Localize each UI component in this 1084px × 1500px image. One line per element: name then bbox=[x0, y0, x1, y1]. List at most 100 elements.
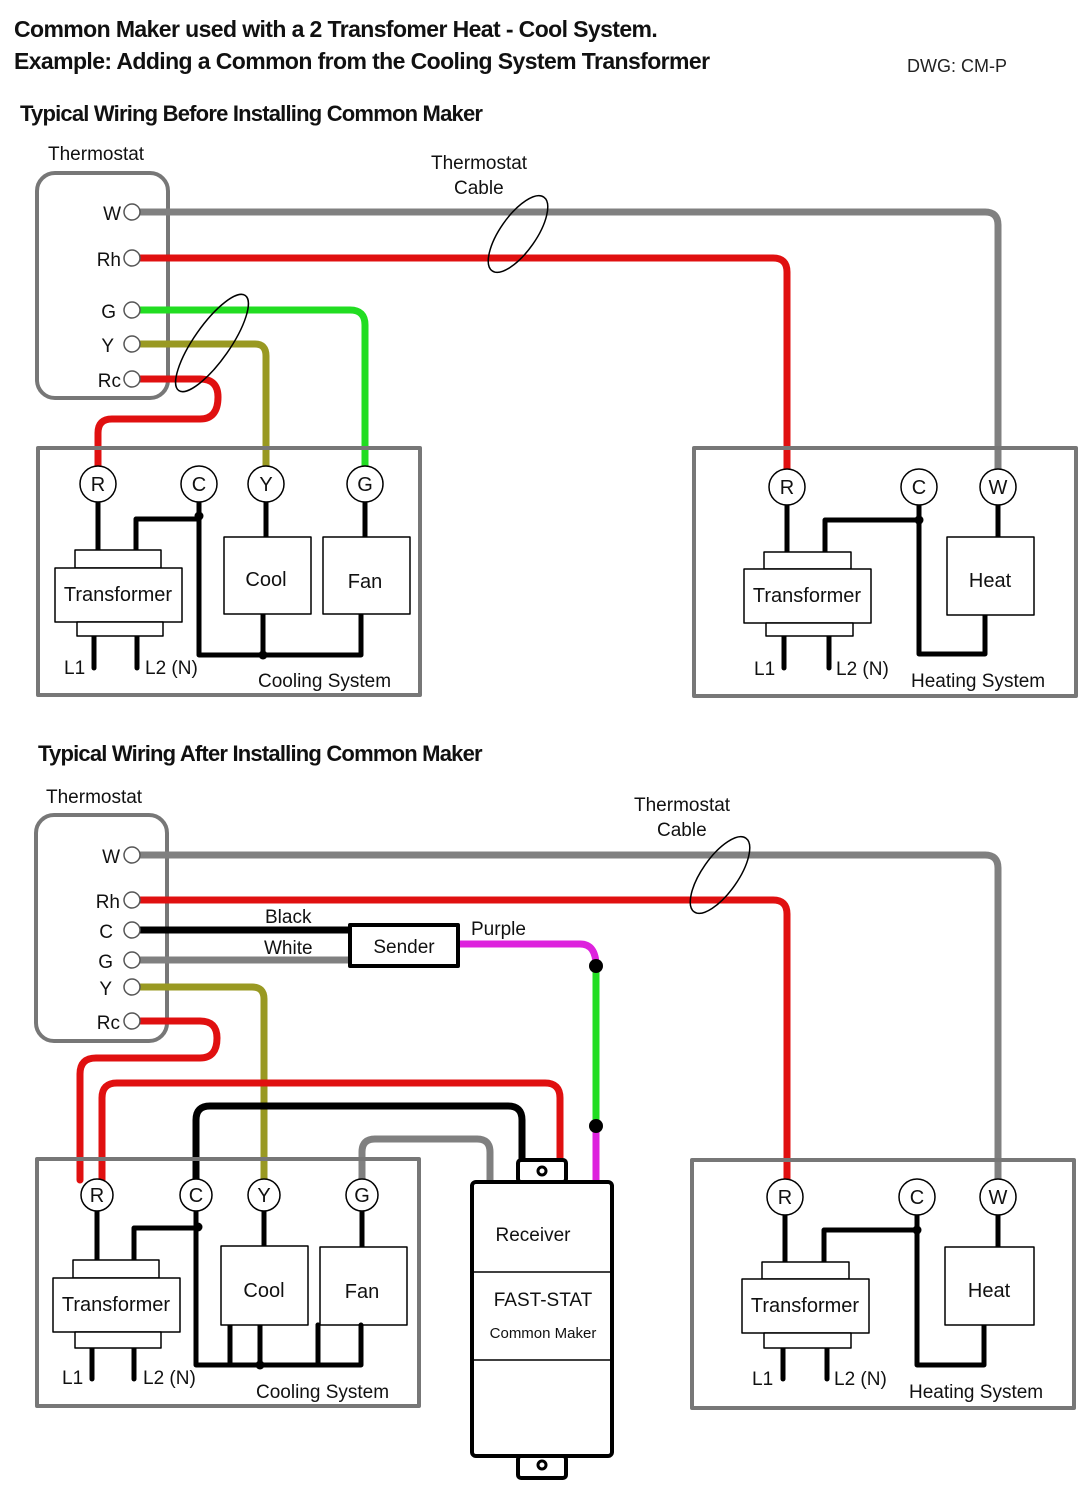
before-heating-label: Heating System bbox=[911, 671, 1045, 692]
before-cool-terminal-y: Y bbox=[259, 474, 272, 496]
after-g-to-receiver-wire bbox=[358, 1135, 494, 1186]
before-heat-terminal-c: C bbox=[912, 477, 926, 499]
before-cool-transformer: Transformer bbox=[64, 584, 173, 606]
after-cool-unit: Cool bbox=[243, 1280, 284, 1302]
receiver-label: Receiver bbox=[496, 1225, 572, 1246]
after-cool-l1: L1 bbox=[62, 1368, 83, 1389]
sender-label: Sender bbox=[373, 937, 435, 958]
before-cool-terminal-c: C bbox=[192, 474, 206, 496]
before-terminal-rh bbox=[123, 249, 141, 267]
after-r-to-receiver-wire bbox=[98, 1079, 564, 1186]
white-wire-label: White bbox=[264, 938, 313, 959]
after-terminal-y bbox=[123, 978, 141, 996]
after-thermostat-cable-loop bbox=[689, 835, 751, 915]
before-thermostat-cable-loop bbox=[487, 194, 549, 274]
before-heating-system: R C W Transformer Heat L1 L2 (N) Heating… bbox=[692, 446, 1078, 698]
after-heading: Typical Wiring After Installing Common M… bbox=[38, 741, 483, 766]
before-y-wire bbox=[134, 340, 270, 479]
before-cooling-box bbox=[36, 446, 422, 697]
before-cool-unit: Cool bbox=[245, 569, 286, 591]
receiver-brand: FAST-STAT bbox=[494, 1290, 593, 1311]
after-cool-transformer: Transformer bbox=[62, 1294, 171, 1316]
after-rc-wire bbox=[76, 1017, 221, 1184]
after-terminal-rc bbox=[123, 1012, 141, 1030]
before-cable-label-1: Thermostat bbox=[431, 153, 528, 174]
before-cool-l1: L1 bbox=[64, 658, 85, 679]
after-terminal-c bbox=[123, 921, 141, 939]
after-cooling-box bbox=[35, 1157, 421, 1408]
after-heat-terminal-w: W bbox=[989, 1187, 1008, 1209]
title-line-1: Common Maker used with a 2 Transfomer He… bbox=[14, 16, 658, 42]
after-purple-wire bbox=[456, 940, 600, 970]
after-heat-l1: L1 bbox=[752, 1369, 773, 1390]
before-fan-unit: Fan bbox=[348, 571, 382, 593]
after-label-c: C bbox=[99, 922, 113, 943]
before-heat-l2: L2 (N) bbox=[836, 659, 889, 680]
before-terminal-rc bbox=[123, 370, 141, 388]
after-cooling-system: R C Y G Transformer Cool Fan L1 L2 (N) C… bbox=[35, 1157, 421, 1408]
before-cool-terminal-r: R bbox=[91, 474, 105, 496]
before-terminal-w bbox=[123, 203, 141, 221]
after-w-wire bbox=[134, 851, 1002, 1187]
after-label-rc: Rc bbox=[97, 1013, 120, 1034]
after-c-to-receiver-wire bbox=[192, 1102, 526, 1184]
before-heat-unit: Heat bbox=[969, 570, 1012, 592]
after-cooling-label: Cooling System bbox=[256, 1382, 389, 1403]
before-label-g: G bbox=[101, 302, 116, 323]
before-w-wire bbox=[134, 208, 1002, 479]
drawing-id: DWG: CM-P bbox=[907, 56, 1007, 76]
purple-wire-label: Purple bbox=[471, 919, 526, 940]
before-heating-box bbox=[692, 446, 1078, 698]
sender-box bbox=[348, 923, 460, 968]
after-diagram: Thermostat W Rh C G Y bbox=[34, 787, 1076, 1480]
after-cool-terminal-y: Y bbox=[257, 1185, 270, 1207]
receiver-product: Common Maker bbox=[490, 1325, 597, 1342]
after-heating-system: R C W Transformer Heat L1 L2 (N) Heating… bbox=[690, 1158, 1076, 1410]
before-terminal-g bbox=[123, 301, 141, 319]
before-label-rc: Rc bbox=[98, 371, 121, 392]
after-y-wire bbox=[134, 983, 268, 1184]
after-heating-box bbox=[690, 1158, 1076, 1410]
after-fan-unit: Fan bbox=[345, 1281, 379, 1303]
after-cool-terminal-r: R bbox=[90, 1185, 104, 1207]
after-terminal-w bbox=[123, 846, 141, 864]
after-heat-terminal-r: R bbox=[778, 1187, 792, 1209]
before-label-rh: Rh bbox=[97, 250, 121, 271]
receiver-box bbox=[470, 1180, 614, 1458]
before-heading: Typical Wiring Before Installing Common … bbox=[20, 101, 483, 126]
after-terminal-rh bbox=[123, 891, 141, 909]
after-cool-l2: L2 (N) bbox=[143, 1368, 196, 1389]
before-label-w: W bbox=[103, 204, 121, 225]
before-thermostat-label: Thermostat bbox=[48, 144, 145, 165]
before-cable-label-2: Cable bbox=[454, 178, 504, 199]
before-cooling-label: Cooling System bbox=[258, 671, 391, 692]
after-heat-terminal-c: C bbox=[910, 1187, 924, 1209]
after-junction-lower bbox=[589, 1119, 603, 1133]
before-terminal-y bbox=[123, 335, 141, 353]
before-cool-l2: L2 (N) bbox=[145, 658, 198, 679]
before-heat-terminal-w: W bbox=[989, 477, 1008, 499]
after-cool-terminal-c: C bbox=[189, 1185, 203, 1207]
before-diagram: Thermostat W Rh G Y Rc Thermostat Cable bbox=[35, 144, 1078, 698]
after-terminal-g bbox=[123, 951, 141, 969]
after-thermostat-label: Thermostat bbox=[46, 787, 143, 808]
before-local-cable-loop bbox=[174, 293, 250, 393]
before-g-wire bbox=[134, 306, 369, 479]
title-line-2: Example: Adding a Common from the Coolin… bbox=[14, 48, 710, 74]
black-wire-label: Black bbox=[265, 907, 312, 928]
before-label-y: Y bbox=[101, 336, 114, 357]
after-cable-label-2: Cable bbox=[657, 820, 707, 841]
after-heating-label: Heating System bbox=[909, 1382, 1043, 1403]
before-heat-transformer: Transformer bbox=[753, 585, 862, 607]
after-heat-unit: Heat bbox=[968, 1280, 1011, 1302]
after-label-rh: Rh bbox=[96, 892, 120, 913]
before-rc-wire bbox=[94, 375, 222, 476]
after-label-g: G bbox=[98, 952, 113, 973]
before-heat-l1: L1 bbox=[754, 659, 775, 680]
after-heat-l2: L2 (N) bbox=[834, 1369, 887, 1390]
after-cool-terminal-g: G bbox=[354, 1185, 370, 1207]
after-junction-upper bbox=[589, 959, 603, 973]
after-label-w: W bbox=[102, 847, 120, 868]
after-rh-wire bbox=[134, 896, 791, 1184]
